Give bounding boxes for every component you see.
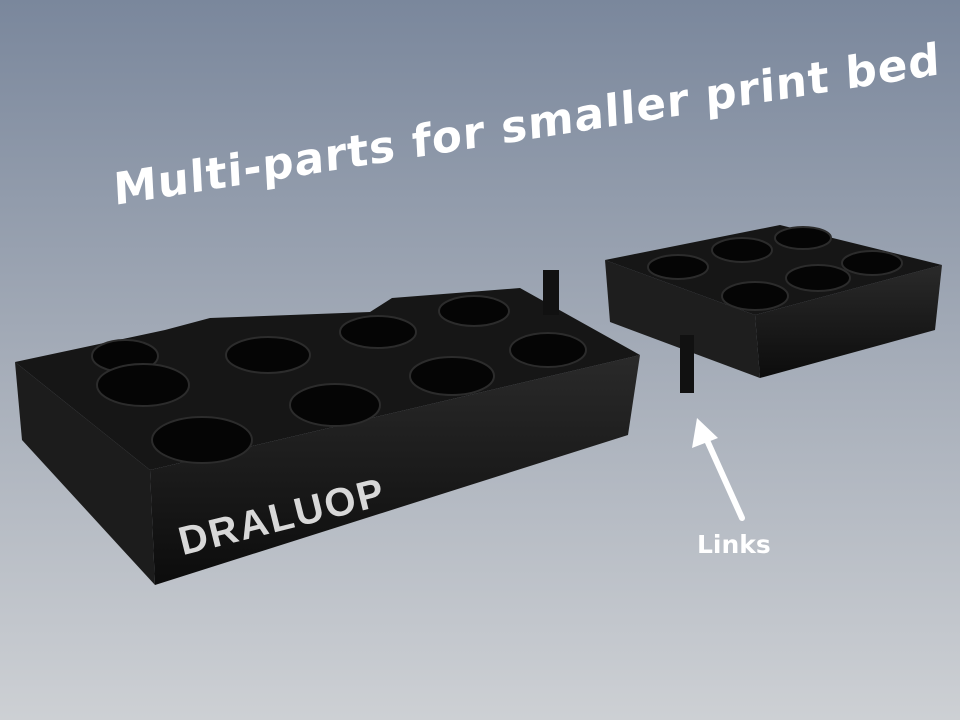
link-tab xyxy=(680,335,694,393)
callout-label: Links xyxy=(697,530,771,559)
arrow-icon xyxy=(692,418,745,521)
left-tray-part xyxy=(15,270,640,585)
link-tab xyxy=(543,270,559,315)
right-tray-part xyxy=(605,225,942,393)
tray-holes xyxy=(91,295,587,464)
